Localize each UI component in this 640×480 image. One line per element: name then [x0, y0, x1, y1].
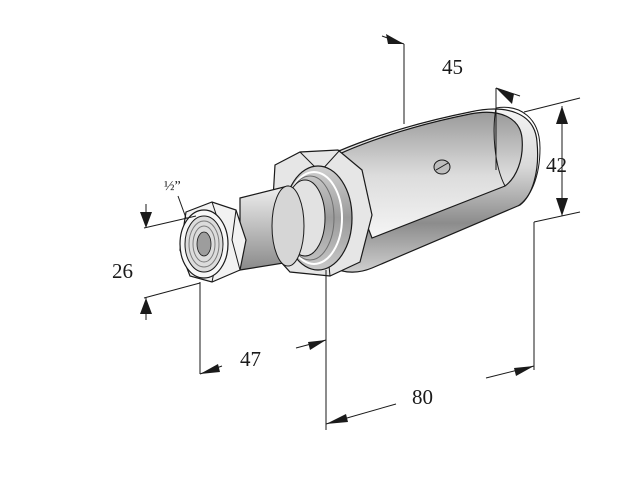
dim-26-label: 26 — [112, 259, 133, 283]
arrowhead — [140, 212, 152, 228]
dim-47-label: 47 — [240, 347, 261, 371]
front-hex-nut — [179, 201, 247, 283]
thread-size-label: ½” — [164, 179, 181, 194]
middle-cylinder — [239, 185, 305, 271]
dim-42-label: 42 — [546, 153, 567, 177]
leader-line — [177, 195, 187, 219]
arrowhead — [200, 364, 220, 374]
dim-47: 47 — [199, 270, 327, 430]
dim-80: 80 — [325, 222, 535, 425]
arrowhead — [514, 366, 534, 376]
dim-26: 26 — [112, 204, 201, 320]
arrowhead — [556, 106, 568, 124]
arrowhead — [556, 198, 568, 216]
dim-80-label: 80 — [412, 385, 433, 409]
arrowhead — [326, 414, 348, 424]
arrowhead — [386, 34, 404, 44]
thread-callout: ½” — [164, 179, 187, 219]
arrowhead — [140, 298, 152, 314]
dim-42: 42 — [523, 97, 581, 223]
dim-45-label: 45 — [442, 55, 463, 79]
arrowhead — [496, 88, 514, 104]
arrowhead — [308, 340, 326, 350]
dim-45: 45 — [381, 34, 521, 170]
